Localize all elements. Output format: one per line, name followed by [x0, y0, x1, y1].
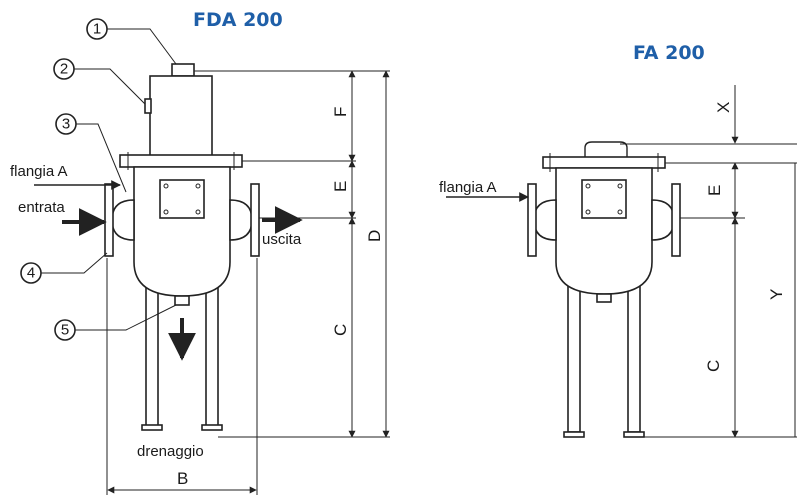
- dim-D: D: [365, 230, 384, 242]
- inlet-nozzle: [111, 199, 135, 241]
- fa-200-drawing: [527, 141, 681, 438]
- callout-2: 2: [53, 58, 146, 105]
- left-foot-2: [201, 424, 223, 431]
- left-flange-label: flangia A: [10, 163, 68, 180]
- dim-E-right: E: [705, 185, 724, 196]
- dim-C-right: C: [704, 360, 723, 372]
- left-foot-1: [141, 424, 163, 431]
- outlet-nozzle: [229, 199, 253, 241]
- right-inspection-cover: [581, 179, 627, 219]
- right-outlet-nozzle: [651, 199, 675, 241]
- callout-3: 3: [55, 113, 127, 193]
- callout-1: 1: [86, 18, 177, 65]
- svg-text:4: 4: [27, 265, 35, 282]
- dim-E-left: E: [331, 181, 350, 192]
- svg-text:5: 5: [61, 322, 69, 339]
- dim-Y: Y: [767, 289, 786, 300]
- inlet-label: entrata: [18, 199, 65, 216]
- title-fda-200: FDA 200: [193, 9, 283, 31]
- right-flange-label: flangia A: [439, 179, 497, 196]
- title-fa-200: FA 200: [633, 42, 705, 64]
- left-dimensions: [106, 70, 390, 495]
- right-outlet-flange: [671, 183, 681, 257]
- right-inlet-nozzle: [533, 199, 557, 241]
- outlet-flange: [250, 183, 260, 257]
- drain-label: drenaggio: [137, 443, 204, 460]
- callout-4: 4: [20, 252, 108, 284]
- dim-C-left: C: [331, 324, 350, 336]
- right-inlet-flange: [527, 183, 537, 257]
- fda-200-drawing: [104, 63, 260, 431]
- right-foot-1: [563, 431, 585, 438]
- dim-B: B: [177, 469, 188, 488]
- top-fitting: [171, 63, 195, 77]
- right-dimensions: [620, 85, 797, 438]
- outlet-label: uscita: [262, 231, 302, 248]
- right-drain-nozzle: [596, 293, 612, 303]
- side-gauge: [144, 98, 152, 114]
- right-foot-2: [623, 431, 645, 438]
- svg-text:2: 2: [60, 61, 68, 78]
- svg-text:3: 3: [62, 116, 70, 133]
- svg-text:1: 1: [93, 21, 101, 38]
- right-body-flange: [542, 156, 666, 169]
- callout-5: 5: [54, 304, 177, 341]
- dim-F: F: [331, 107, 350, 117]
- inspection-cover: [159, 179, 205, 219]
- drain-nozzle: [174, 295, 190, 306]
- body-flange: [119, 154, 243, 168]
- lid-handle: [584, 141, 628, 157]
- upper-housing: [149, 75, 213, 157]
- inlet-flange: [104, 183, 114, 257]
- dim-X: X: [714, 102, 733, 113]
